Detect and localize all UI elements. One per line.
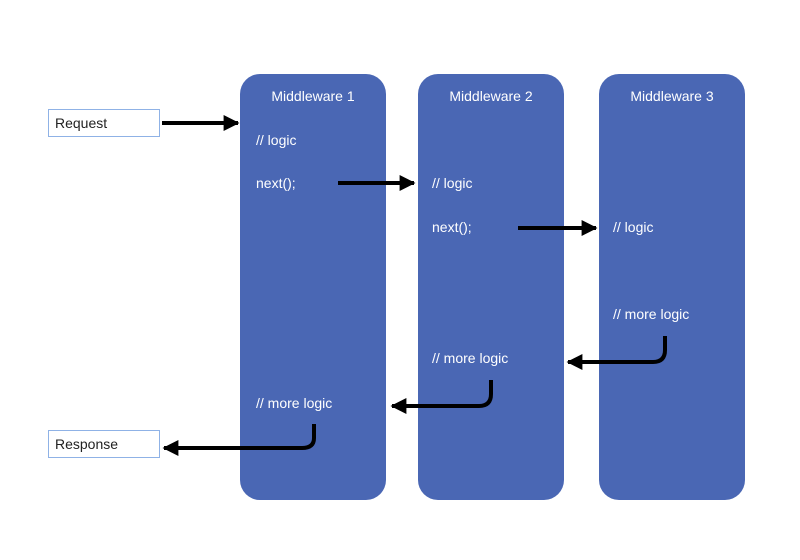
arrow-mw3-return-to-mw2 bbox=[566, 336, 667, 370]
response-box: Response bbox=[48, 430, 160, 458]
arrow-mw1-return-to-response bbox=[162, 424, 316, 456]
request-label: Request bbox=[55, 115, 108, 131]
middleware-3-logic: // logic bbox=[613, 219, 654, 235]
request-box: Request bbox=[48, 109, 160, 137]
middleware-3-block: Middleware 3 // logic // more logic bbox=[599, 74, 745, 500]
middleware-2-next: next(); bbox=[432, 219, 472, 235]
arrow-mw2-return-to-mw1 bbox=[390, 380, 493, 414]
middleware-2-block: Middleware 2 // logic next(); // more lo… bbox=[418, 74, 564, 500]
middleware-3-title: Middleware 3 bbox=[630, 88, 714, 104]
middleware-1-title: Middleware 1 bbox=[271, 88, 355, 104]
middleware-1-next: next(); bbox=[256, 175, 296, 191]
middleware-2-title: Middleware 2 bbox=[449, 88, 533, 104]
middleware-2-more-logic: // more logic bbox=[432, 350, 509, 366]
middleware-1-logic: // logic bbox=[256, 132, 297, 148]
middleware-1-more-logic: // more logic bbox=[256, 395, 333, 411]
middleware-2-logic: // logic bbox=[432, 175, 473, 191]
middleware-3-more-logic: // more logic bbox=[613, 306, 690, 322]
response-label: Response bbox=[55, 436, 119, 452]
